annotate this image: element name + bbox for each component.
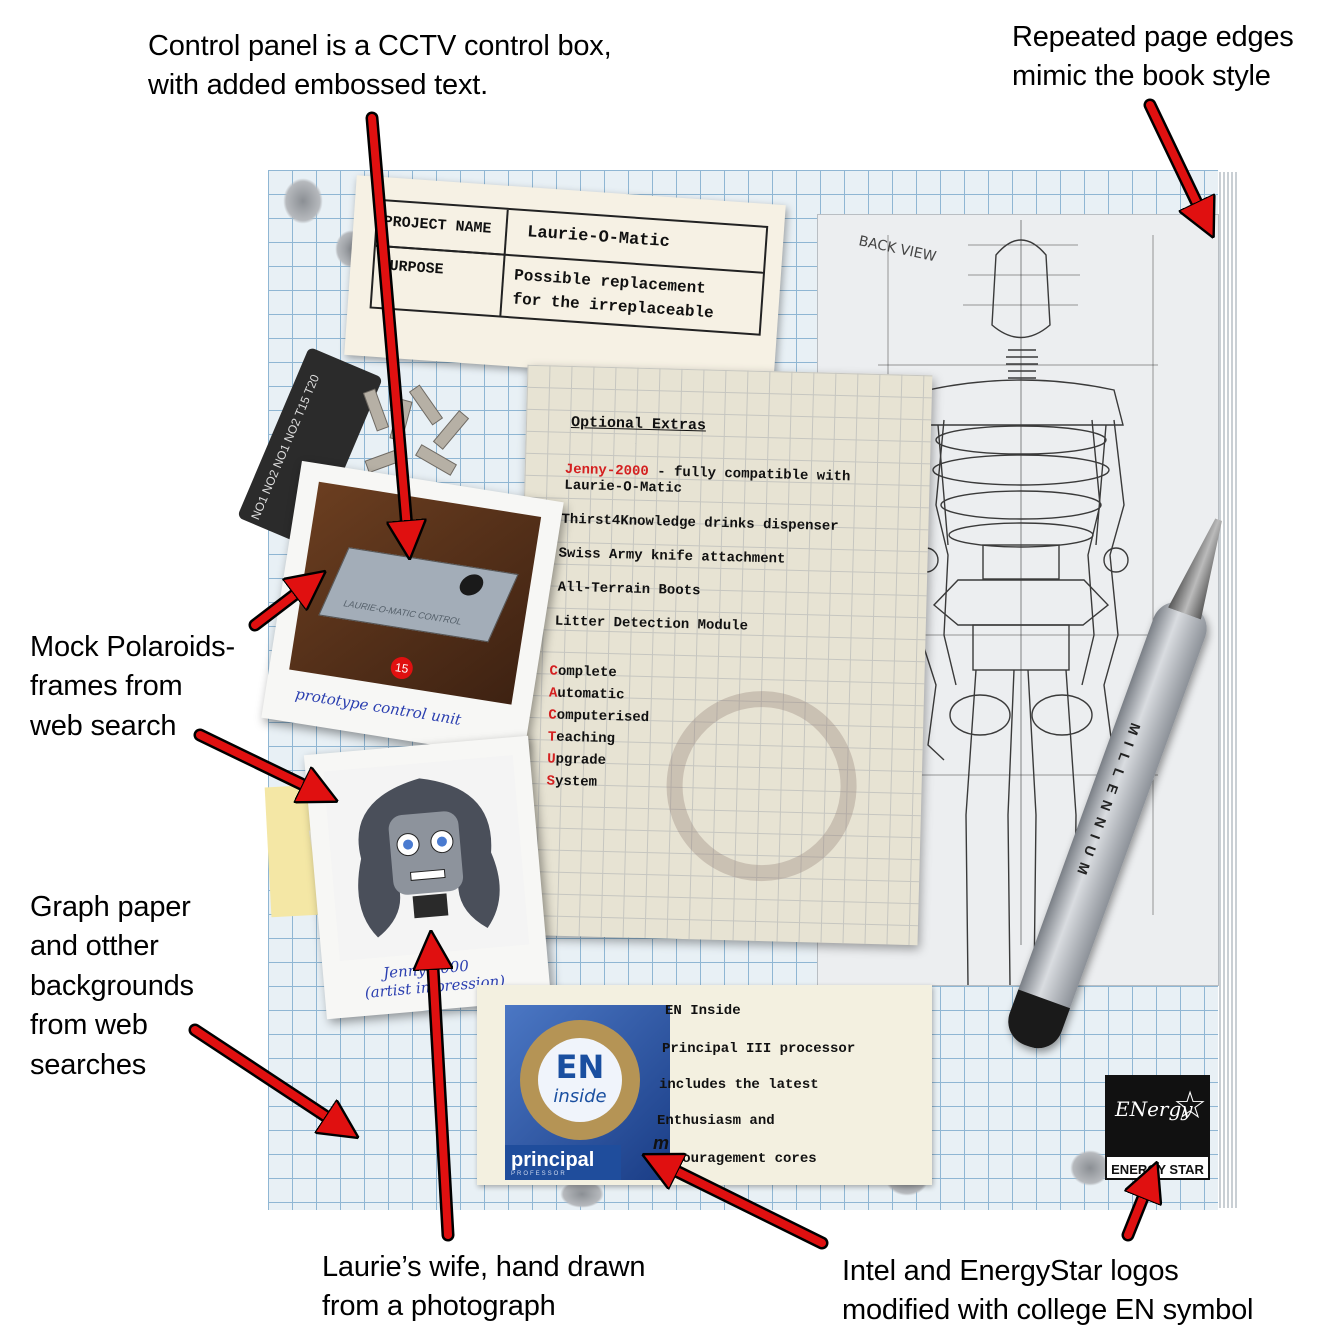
extras-heading: Optional Extras: [570, 413, 707, 435]
processor-line: includes the latest: [659, 1077, 819, 1093]
callout-line: from web: [30, 1009, 148, 1042]
joystick: [455, 572, 487, 598]
jenny-drawing: [358, 778, 500, 938]
acronym-word: omplete: [557, 663, 617, 682]
processor-line: EN Inside: [665, 1003, 741, 1019]
logo-en-text: EN: [555, 1048, 605, 1086]
callout-wife: Laurie’s wife, hand drawn from a photogr…: [322, 1248, 646, 1327]
optional-extras-note: Optional Extras Jenny-2000 - fully compa…: [512, 364, 933, 946]
energy-star-logo: ENergy ☆ ENERGY STAR: [1105, 1075, 1210, 1180]
page-edge: [1231, 172, 1233, 1208]
project-label-card: PROJECT NAME Laurie-O-Matic PURPOSE Poss…: [344, 175, 786, 385]
page-edge: [1227, 172, 1229, 1208]
star-icon: ☆: [1173, 1085, 1208, 1127]
logo-badge: EN inside: [520, 1020, 640, 1140]
extras-item: Litter Detection Module: [554, 613, 749, 635]
acronym-word: pgrade: [555, 751, 607, 769]
extras-item: Swiss Army knife attachment: [558, 545, 786, 568]
logo-sub-text: PROFESSOR: [511, 1171, 567, 1177]
callout-line: Laurie’s wife, hand drawn: [322, 1251, 646, 1283]
energy-star-script: ENergy: [1115, 1097, 1193, 1121]
callout-line: Repeated page edges: [1012, 21, 1294, 53]
polaroid-photo: LAURIE-O-MATIC CONTROL 15: [289, 481, 542, 705]
polaroid-jenny: Jenny-2000 (artist impression): [303, 735, 552, 1020]
processor-line: Encouragement cores: [657, 1151, 817, 1167]
callout-line: backgrounds: [30, 969, 194, 1002]
callout-line: frames from: [30, 670, 183, 703]
coffee-ring-stain: [664, 688, 860, 884]
acronym-word: utomatic: [557, 685, 625, 704]
embossed-text: LAURIE-O-MATIC CONTROL: [341, 598, 464, 627]
extras-item: Thirst4Knowledge drinks dispenser: [561, 511, 839, 535]
acronym-word: ystem: [554, 773, 598, 791]
callout-polaroids: Mock Polaroids- frames from web search: [30, 628, 235, 746]
polaroid-control-unit: LAURIE-O-MATIC CONTROL 15 prototype cont…: [261, 460, 564, 760]
callout-line: and otther: [30, 930, 159, 963]
callout-control-panel: Control panel is a CCTV control box, wit…: [148, 27, 612, 106]
page-edge: [1223, 172, 1225, 1208]
purpose-label: PURPOSE: [379, 257, 445, 279]
callout-logos: Intel and EnergyStar logos modified with…: [842, 1252, 1253, 1331]
fingerprint-smudge: [283, 178, 323, 224]
callout-line: from a photograph: [322, 1290, 556, 1323]
polaroid-photo: [323, 755, 530, 961]
callout-page-edges: Repeated page edges mimic the book style: [1012, 18, 1294, 97]
callout-graph-paper: Graph paper and otther backgrounds from …: [30, 888, 194, 1085]
logo-m-text: m: [653, 1133, 670, 1153]
callout-line: modified with college EN symbol: [842, 1294, 1254, 1327]
processor-line: Principal III processor: [662, 1041, 856, 1057]
acronym-list: Complete Automatic Computerised Teaching…: [546, 660, 650, 795]
number-badge: 15: [389, 655, 415, 681]
fingerprint-smudge: [1070, 1150, 1110, 1186]
extras-item-text: Laurie-O-Matic: [564, 477, 683, 497]
extras-item: Jenny-2000 - fully compatible with Lauri…: [564, 462, 925, 503]
en-inside-logo: EN inside principal PROFESSOR m: [505, 1005, 670, 1180]
robot-back-view-sketch: BACK VIEW: [857, 220, 1158, 986]
processor-card: EN inside principal PROFESSOR m EN Insid…: [477, 985, 932, 1185]
callout-line: with added embossed text.: [148, 69, 488, 102]
cctv-control-box: LAURIE-O-MATIC CONTROL: [318, 547, 519, 643]
callout-line: mimic the book style: [1012, 60, 1271, 93]
callout-line: Control panel is a CCTV control box,: [148, 30, 612, 62]
page-edge: [1235, 172, 1237, 1208]
logo-brand-text: principal: [505, 1145, 621, 1180]
callout-line: web search: [30, 709, 177, 742]
extras-item: All-Terrain Boots: [557, 579, 701, 600]
callout-line: searches: [30, 1048, 147, 1081]
callout-line: Intel and EnergyStar logos: [842, 1255, 1179, 1287]
logo-inside-text: inside: [553, 1086, 607, 1107]
callout-line: Graph paper: [30, 891, 191, 923]
callout-line: Mock Polaroids-: [30, 631, 235, 663]
acronym-word: omputerised: [556, 707, 650, 727]
processor-line: Enthusiasm and: [657, 1113, 775, 1129]
page-edge: [1219, 172, 1221, 1208]
energy-star-text: ENERGY STAR: [1105, 1155, 1210, 1180]
acronym-word: eaching: [555, 729, 616, 748]
sketch-note: BACK VIEW: [857, 233, 937, 265]
project-name-value: Laurie-O-Matic: [526, 223, 671, 253]
